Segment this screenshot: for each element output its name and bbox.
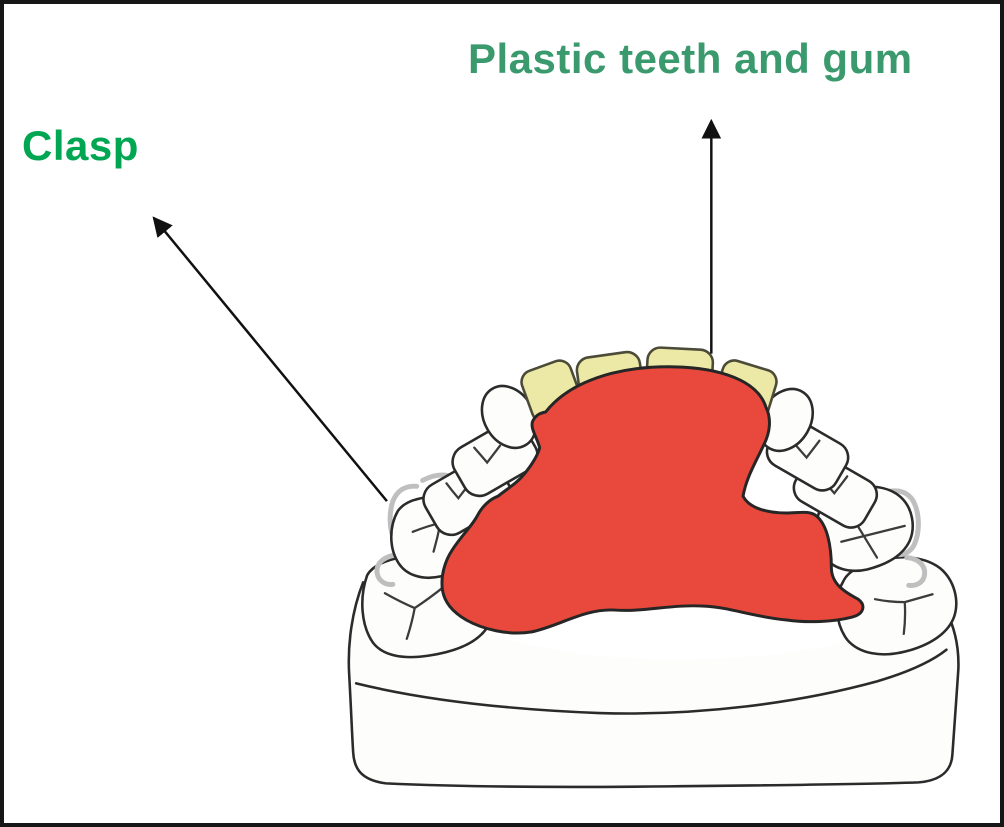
denture-diagram: [152, 118, 960, 789]
right-clasp-upper-arm: [887, 488, 921, 558]
plastic-teeth-and-gum-label: Plastic teeth and gum: [468, 35, 913, 82]
acrylic-gum-plate: [440, 365, 865, 635]
model-base-ridge-line: [354, 648, 948, 715]
clasp-label: Clasp: [22, 122, 139, 169]
right-clasp-lower-arm: [904, 555, 928, 588]
left-clasp-lower-arm: [374, 552, 402, 587]
model-base-body: [348, 568, 959, 787]
right-teeth-row: [757, 387, 958, 656]
left-first-premolar-fissure: [473, 444, 502, 465]
right-second-molar-fissure: [873, 593, 934, 635]
right-clasp: [887, 488, 928, 588]
right-first-premolar-fissure: [792, 439, 821, 460]
clasp-arrow: [152, 216, 388, 502]
annotation-arrows: [152, 118, 722, 502]
model-base-outline: [347, 567, 960, 789]
model-base: [347, 567, 960, 789]
